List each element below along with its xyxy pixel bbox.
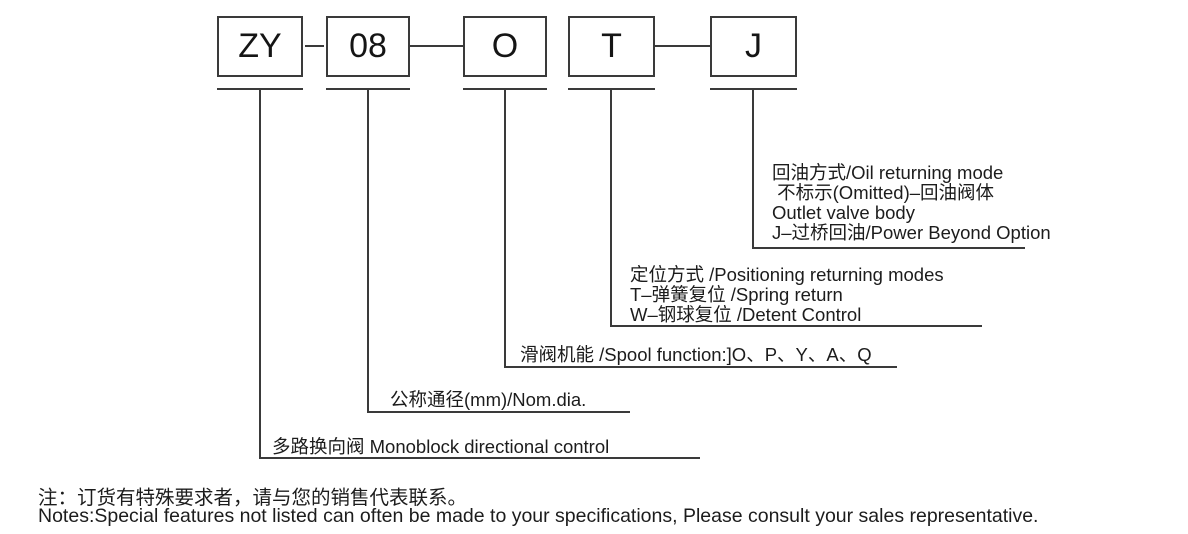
callout-oil-return: 回油方式/Oil returning mode 不标示(Omitted)–回油阀…: [772, 163, 1051, 243]
stem-j: [752, 88, 754, 249]
underline-spool-function: [504, 366, 897, 368]
underline-oil-return: [752, 247, 1025, 249]
callout-oil-return-line4: J–过桥回油/Power Beyond Option: [772, 222, 1051, 243]
code-box-oil-return-label: J: [745, 27, 762, 65]
connector-line-08-o: [408, 45, 465, 47]
callout-oil-return-line1: 回油方式/Oil returning mode: [772, 162, 1004, 183]
callout-positioning-line3: W–钢球复位 /Detent Control: [630, 304, 862, 325]
underline-valve-type: [259, 457, 700, 459]
code-box-diameter-label: 08: [349, 27, 387, 65]
underline-nominal-diameter: [367, 411, 630, 413]
stem-o: [504, 88, 506, 368]
code-box-series: ZY: [217, 16, 303, 77]
callout-nominal-diameter: 公称通径(mm)/Nom.dia.: [390, 390, 586, 410]
stem-zy: [259, 88, 261, 459]
callout-valve-type-line1: 多路换向阀 Monoblock directional control: [272, 436, 610, 457]
code-box-spool-label: O: [491, 27, 519, 65]
callout-positioning: 定位方式 /Positioning returning modes T–弹簧复位…: [630, 265, 944, 325]
callout-spool-function-line1: 滑阀机能 /Spool function:]O、P、Y、A、Q: [520, 344, 872, 365]
note-en: Notes:Special features not listed can of…: [38, 505, 1039, 527]
code-box-diameter: 08: [326, 16, 410, 77]
code-box-positioning: T: [568, 16, 655, 77]
note-zh: 注：订货有特殊要求者，请与您的销售代表联系。: [38, 487, 468, 509]
connector-dash-zy-08: [305, 45, 324, 47]
code-box-spool: O: [463, 16, 547, 77]
callout-positioning-line1: 定位方式 /Positioning returning modes: [630, 264, 944, 285]
callout-spool-function: 滑阀机能 /Spool function:]O、P、Y、A、Q: [520, 345, 872, 365]
stem-08: [367, 88, 369, 413]
callout-nominal-diameter-line1: 公称通径(mm)/Nom.dia.: [390, 389, 587, 410]
code-box-positioning-label: T: [601, 27, 622, 65]
code-box-oil-return: J: [710, 16, 797, 77]
stem-t: [610, 88, 612, 327]
callout-oil-return-line2: 不标示(Omitted)–回油阀体: [772, 182, 995, 203]
underline-positioning: [610, 325, 982, 327]
connector-line-t-j: [653, 45, 712, 47]
callout-oil-return-line3: Outlet valve body: [772, 202, 915, 223]
callout-positioning-line2: T–弹簧复位 /Spring return: [630, 284, 843, 305]
callout-valve-type: 多路换向阀 Monoblock directional control: [272, 437, 609, 457]
code-box-series-label: ZY: [238, 27, 282, 65]
